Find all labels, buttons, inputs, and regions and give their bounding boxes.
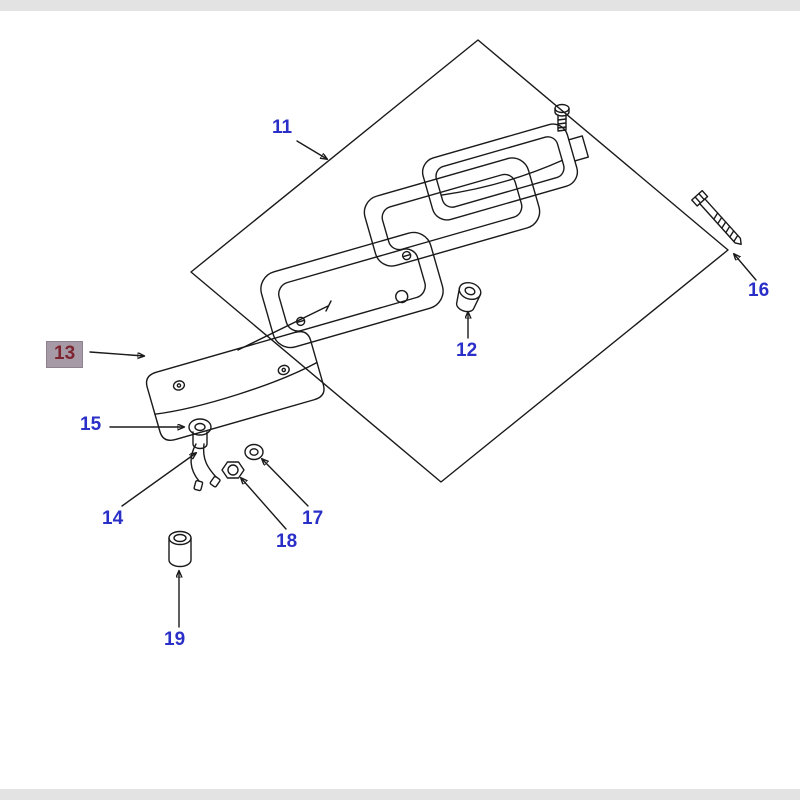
leader-16 — [734, 254, 757, 281]
part-bulb — [455, 281, 482, 313]
part-wiring-leads — [190, 443, 221, 492]
bottom-strip — [0, 789, 800, 800]
part-lens-frame — [363, 157, 541, 267]
leader-18 — [241, 478, 287, 530]
part-cap — [168, 530, 192, 568]
leader-17 — [262, 459, 309, 507]
part-bolt — [691, 189, 742, 246]
part-nut — [221, 461, 245, 479]
callout-14[interactable]: 14 — [102, 508, 124, 529]
part-fixing-screw — [237, 305, 329, 351]
callout-19[interactable]: 19 — [164, 629, 186, 650]
part-lamp-base-highlighted — [145, 330, 325, 441]
part-lamp-cover — [421, 123, 590, 221]
diagram-frame — [190, 39, 729, 483]
leader-lines — [89, 140, 757, 628]
leader-14 — [121, 453, 196, 507]
callout-17[interactable]: 17 — [302, 508, 324, 529]
leader-13 — [89, 351, 144, 356]
callout-13-highlighted[interactable]: 13 — [46, 341, 84, 368]
callout-11[interactable]: 11 — [272, 117, 293, 138]
callout-18[interactable]: 18 — [276, 531, 298, 552]
part-backplate — [260, 231, 444, 349]
callout-15[interactable]: 15 — [80, 414, 102, 435]
leader-11 — [296, 140, 327, 159]
callout-16[interactable]: 16 — [748, 280, 770, 301]
callout-12[interactable]: 12 — [456, 340, 478, 361]
part-grommet — [244, 443, 264, 461]
top-strip — [0, 0, 800, 11]
part-bulb-holder — [188, 418, 212, 450]
part-small-screw — [554, 103, 570, 132]
part-fixing-screw-head — [325, 300, 332, 312]
